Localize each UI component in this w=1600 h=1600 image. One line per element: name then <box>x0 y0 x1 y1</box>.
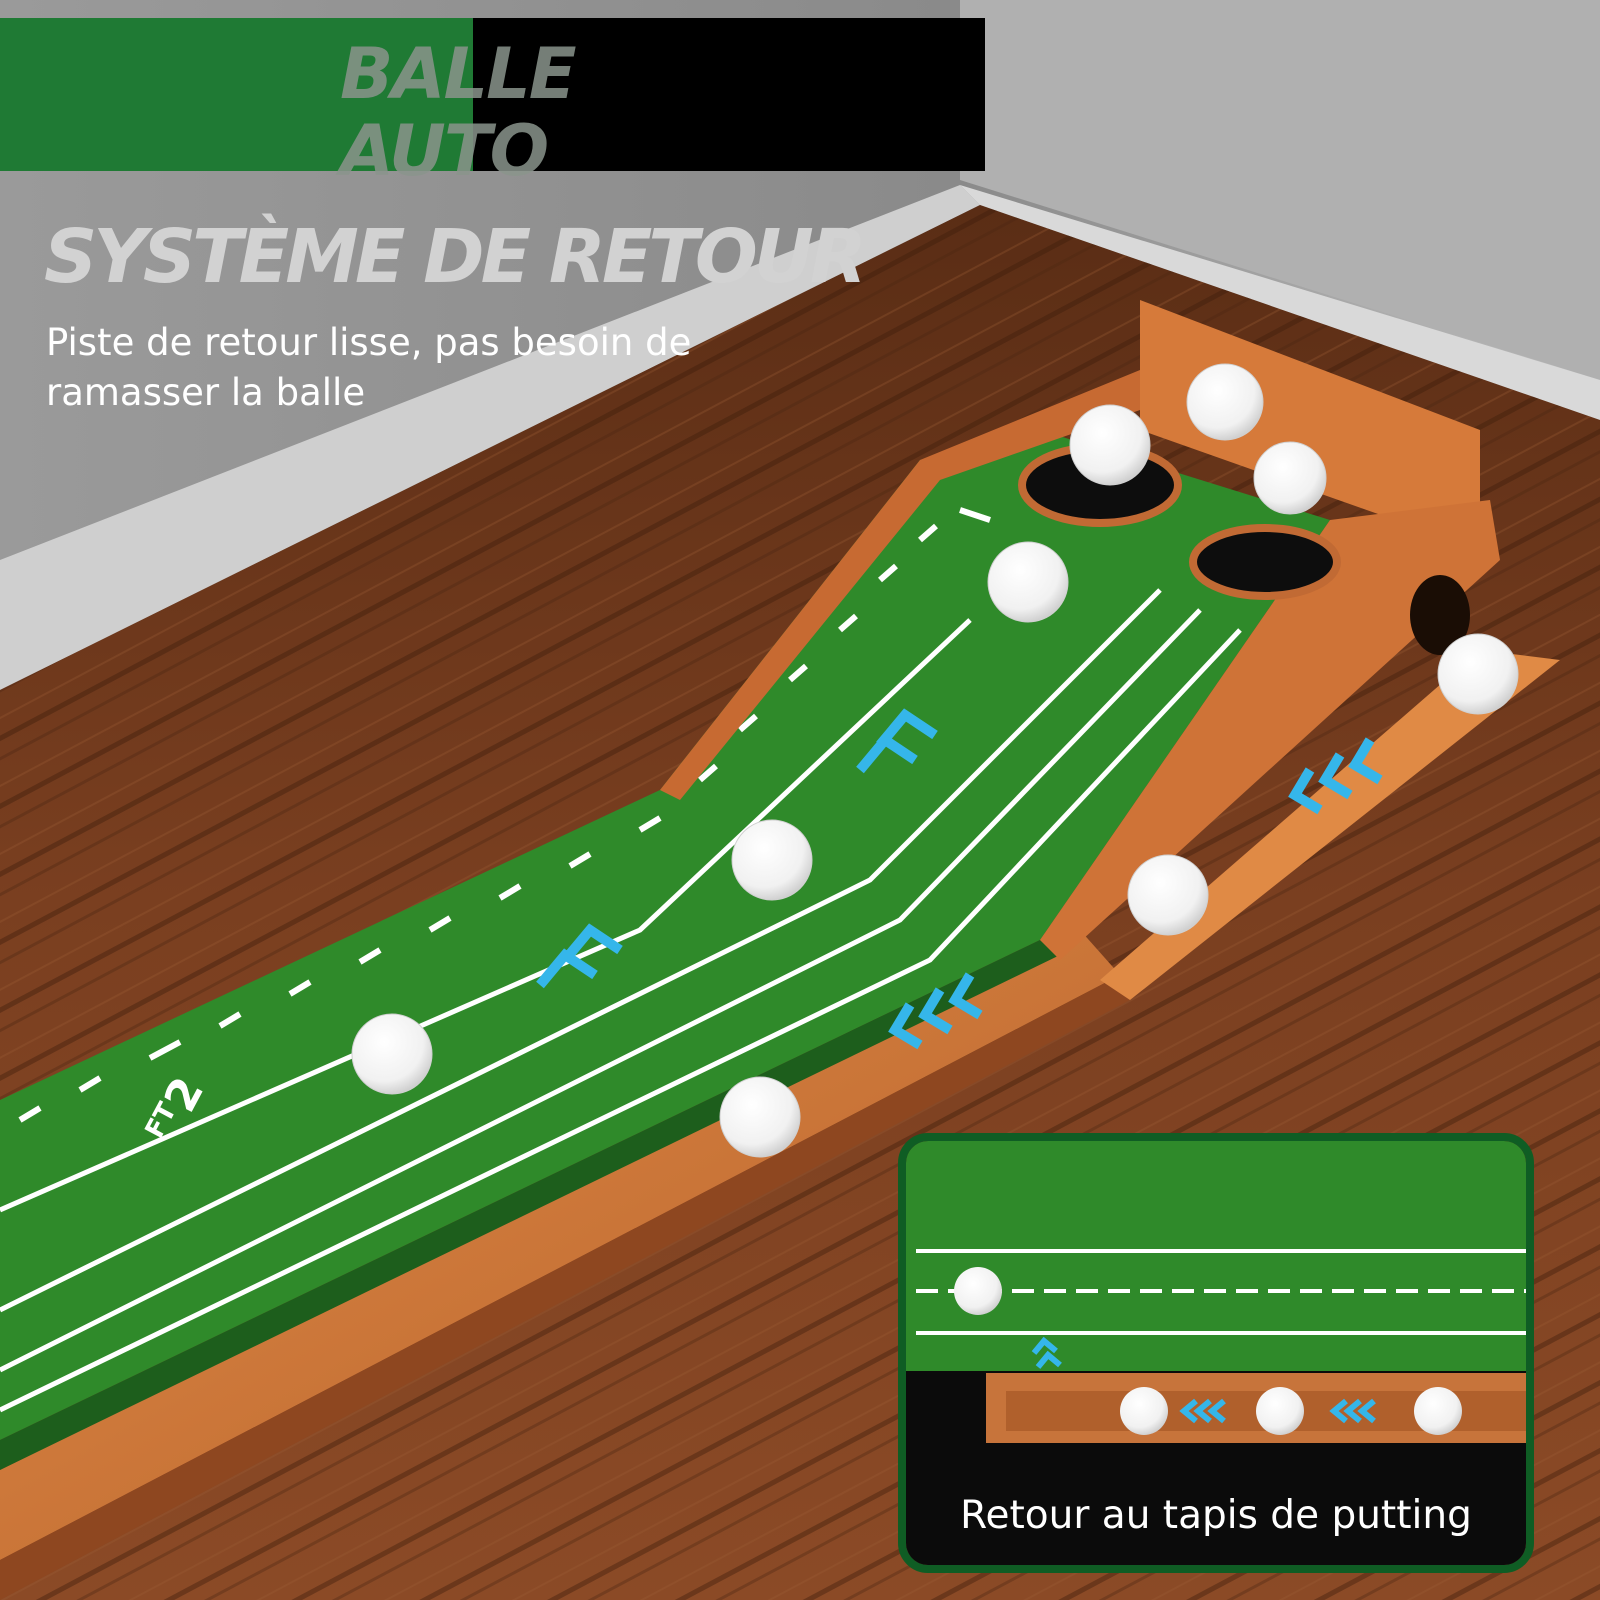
golf-balls <box>351 363 1519 1158</box>
arrow-left-1 <box>888 1002 923 1050</box>
promo-banner: BALLE AUTO <box>0 18 985 190</box>
inset-arrow-up <box>1035 1350 1062 1369</box>
inset-golf-ball <box>1256 1387 1304 1435</box>
inset-golf-ball <box>1414 1387 1462 1435</box>
side-exit-hole <box>1410 575 1470 655</box>
arrow-marks <box>536 708 1383 1050</box>
golf-ball <box>719 1076 801 1158</box>
golf-ball <box>1127 854 1209 936</box>
wooden-ramp-right <box>1040 500 1500 960</box>
wooden-end-box-back <box>1140 300 1480 550</box>
inset-golf-ball <box>954 1267 1002 1315</box>
putting-mat <box>0 430 1330 1440</box>
inset-turf <box>906 1141 1526 1371</box>
arrow-up-2 <box>876 708 938 749</box>
arrow-left-2 <box>918 987 953 1035</box>
wooden-return-rail <box>0 930 1120 1560</box>
baseboard-left <box>0 185 980 690</box>
banner-title-line2: AUTO <box>340 110 549 192</box>
inset-golf-ball <box>1120 1387 1168 1435</box>
golf-ball <box>987 541 1069 623</box>
wooden-side-tray <box>1100 650 1560 1000</box>
arrow-left-5 <box>1318 752 1353 800</box>
arrow-left-6 <box>1348 737 1383 785</box>
banner-title-line1: BALLE <box>340 33 577 115</box>
inset-illustration <box>906 1141 1526 1565</box>
golf-ball <box>1186 363 1264 441</box>
inset-arrow <box>1343 1398 1362 1424</box>
golf-ball <box>1069 404 1151 486</box>
golf-ball <box>1437 633 1519 715</box>
headline: SYSTÈME DE RETOUR <box>44 214 867 300</box>
inset-arrow <box>1193 1398 1212 1424</box>
golf-ball <box>731 819 813 901</box>
detail-inset: Retour au tapis de putting <box>898 1133 1534 1573</box>
inset-caption: Retour au tapis de putting <box>960 1493 1472 1538</box>
golf-ball <box>1253 441 1327 515</box>
inset-arrow <box>1357 1398 1376 1424</box>
banner-title: BALLE AUTO <box>340 33 577 192</box>
distance-ruler-marks <box>18 507 991 1123</box>
cup-hole-2 <box>1189 524 1341 600</box>
baseboard-right <box>960 185 1600 420</box>
subheadline: Piste de retour lisse, pas besoin de ram… <box>46 321 692 414</box>
banner-green-block <box>0 18 473 171</box>
putting-mat-edge <box>0 940 1060 1470</box>
mat-guide-lines <box>0 588 1242 1413</box>
arrow-up-4 <box>561 923 623 964</box>
wall-corner-shadow <box>960 0 1600 380</box>
inset-arrow-up <box>1031 1336 1058 1355</box>
inset-arrow <box>1179 1398 1198 1424</box>
banner-black-block <box>473 18 985 171</box>
wooden-rail-side <box>0 975 1130 1600</box>
arrow-left-4 <box>1288 767 1323 815</box>
inset-arrow <box>1207 1398 1226 1424</box>
inset-arrow <box>1329 1398 1348 1424</box>
arrow-left-3 <box>948 972 983 1020</box>
golf-ball <box>351 1013 433 1095</box>
